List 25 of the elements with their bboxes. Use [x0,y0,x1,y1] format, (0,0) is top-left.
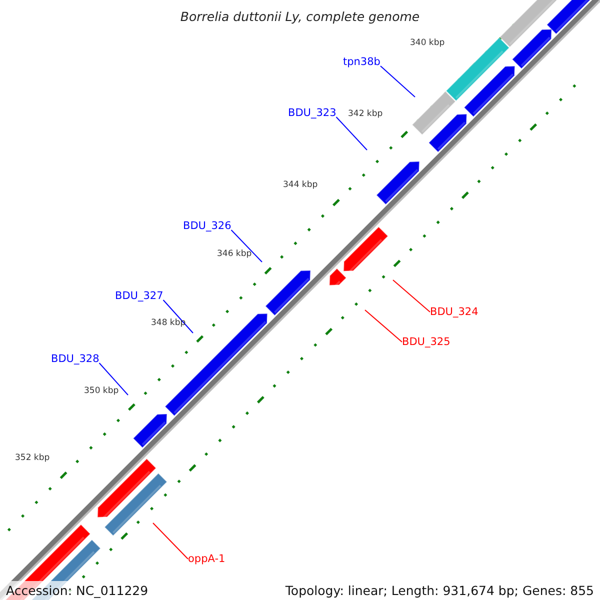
gene-label: BDU_325 [402,336,450,348]
tick-label: 346 kbp [217,249,252,259]
leader-line [230,230,262,262]
leader-line [152,522,188,560]
tick-label: 340 kbp [410,38,445,48]
leader-line [364,310,402,342]
gene-label: tpn38b [343,56,380,68]
leader-line [392,280,430,312]
leader-line [162,300,194,334]
gene-label: BDU_327 [115,290,164,302]
leader-line [98,362,128,396]
tick-label: 350 kbp [84,386,119,396]
genome-summary-text: Topology: linear; Length: 931,674 bp; Genes: 855 [284,582,595,600]
tick-label: 342 kbp [348,109,383,119]
gene-label: oppA-1 [188,553,226,565]
tick-label: 344 kbp [283,180,318,190]
gene-label: BDU_324 [430,306,478,318]
gene-label: BDU_323 [288,107,336,119]
gene-label: BDU_328 [51,353,100,365]
title: Borrelia duttonii Ly, complete genome [179,9,421,24]
tick-label: 348 kbp [151,318,186,328]
leader-line [336,116,368,150]
gene-label: BDU_326 [183,220,232,232]
tick-label: 352 kbp [15,453,50,463]
leader-line [380,66,416,98]
